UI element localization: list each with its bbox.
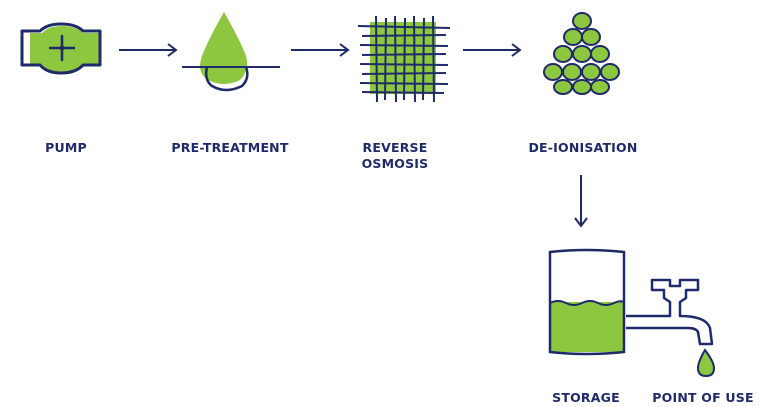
flow-arrow: [291, 43, 350, 57]
step-label-point-of-use: POINT OF USE: [652, 390, 754, 405]
step-label-reverse-osmosis: REVERSE OSMOSIS: [340, 140, 450, 172]
mesh-filter-icon: [357, 15, 451, 103]
tap-icon: [626, 278, 716, 378]
step-label-pretreatment: PRE-TREATMENT: [171, 140, 289, 155]
storage-tank-icon: [548, 248, 626, 356]
step-label-line: REVERSE: [362, 140, 428, 155]
step-label-line: OSMOSIS: [361, 156, 429, 171]
flow-arrow: [119, 43, 178, 57]
flow-arrow: [463, 43, 522, 57]
step-label-deionisation: DE-IONISATION: [528, 140, 638, 155]
ion-pyramid-icon: [543, 12, 620, 95]
step-label-storage: STORAGE: [552, 390, 620, 405]
pump-icon: [20, 22, 102, 75]
step-label-pump: PUMP: [45, 140, 87, 155]
water-drop-icon: [182, 12, 280, 92]
flow-arrow-down: [574, 175, 588, 228]
